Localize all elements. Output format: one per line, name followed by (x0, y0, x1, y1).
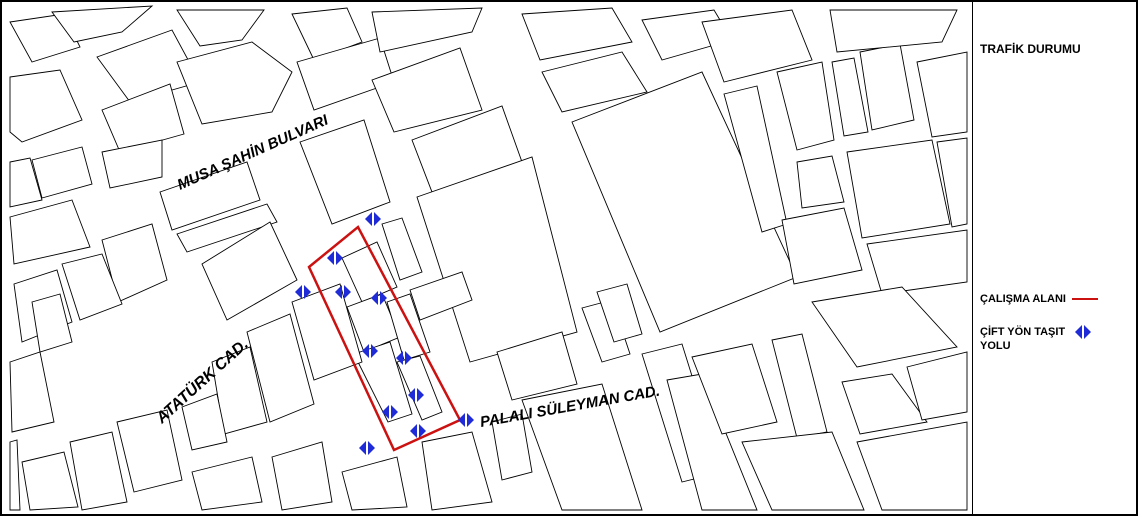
legend-study-area: ÇALIŞMA ALANI (980, 293, 1098, 305)
map-canvas[interactable]: MUSA ŞAHİN BULVARI ATATÜRK CAD. PALALI S… (2, 2, 972, 514)
city-block (353, 341, 413, 423)
city-block (776, 61, 835, 151)
city-block (846, 139, 951, 239)
two-way-arrow-icon (458, 413, 474, 427)
city-block (291, 7, 363, 61)
city-block (101, 83, 185, 153)
two-way-arrow-icon (359, 441, 375, 455)
city-block (936, 137, 968, 228)
city-block (916, 51, 968, 138)
city-block (371, 7, 483, 53)
city-block (21, 451, 79, 511)
city-block (9, 157, 43, 208)
city-block (31, 146, 93, 199)
city-block (9, 69, 83, 143)
city-block (596, 283, 643, 343)
city-block (409, 271, 473, 321)
city-block (371, 47, 483, 133)
city-block (9, 351, 55, 433)
city-block (666, 373, 758, 511)
legend-title: TRAFİK DURUMU (980, 42, 1081, 56)
two-way-arrow-icon (1075, 325, 1092, 339)
city-block (299, 119, 391, 225)
city-block (181, 393, 228, 451)
city-block (246, 313, 315, 423)
city-block (9, 199, 91, 265)
city-blocks (9, 5, 968, 511)
city-block (691, 343, 778, 435)
two-way-arrow-icon (365, 212, 381, 226)
city-block (831, 57, 869, 137)
city-block (859, 43, 915, 131)
city-block (521, 383, 643, 511)
city-block (176, 41, 293, 125)
city-block (271, 441, 333, 511)
city-block (31, 293, 73, 353)
legend-study-area-label: ÇALIŞMA ALANI (980, 293, 1066, 305)
legend-two-way-row: ÇİFT YÖN TAŞIT (980, 324, 1093, 340)
city-block (421, 431, 493, 511)
city-block (841, 373, 928, 435)
legend-two-way-road: ÇİFT YÖN TAŞIT YOLU (980, 324, 1093, 353)
city-block (116, 409, 183, 493)
city-block (51, 5, 154, 43)
city-block (856, 421, 968, 511)
city-block (906, 351, 968, 421)
city-block (159, 161, 261, 231)
city-block (491, 413, 533, 481)
city-block (201, 221, 298, 321)
city-block (521, 7, 633, 61)
legend-panel: TRAFİK DURUMU ÇALIŞMA ALANI ÇİFT YÖN TAŞ… (972, 2, 1138, 514)
city-block (176, 203, 278, 253)
city-block (101, 139, 163, 189)
city-block (781, 207, 863, 285)
city-block (541, 51, 648, 113)
city-block (496, 331, 578, 401)
legend-two-way-label-line1: ÇİFT YÖN TAŞIT (980, 325, 1066, 338)
city-block (796, 155, 845, 209)
city-block (341, 241, 398, 303)
city-block (866, 229, 968, 295)
street-map: MUSA ŞAHİN BULVARI ATATÜRK CAD. PALALI S… (9, 5, 968, 511)
city-block (381, 217, 423, 281)
city-block (771, 333, 828, 439)
city-block (176, 9, 265, 47)
two-way-arrow-icon (327, 251, 343, 265)
city-block (291, 283, 363, 381)
study-area-line-swatch (1071, 298, 1098, 300)
city-block (69, 431, 128, 511)
city-block (829, 9, 958, 53)
city-block (701, 9, 813, 83)
city-block (191, 456, 263, 511)
legend-two-way-label-line2: YOLU (980, 340, 1011, 352)
city-block (9, 439, 21, 511)
city-block (741, 431, 865, 511)
city-block (61, 253, 123, 321)
city-block (811, 286, 958, 368)
city-block (341, 456, 408, 511)
